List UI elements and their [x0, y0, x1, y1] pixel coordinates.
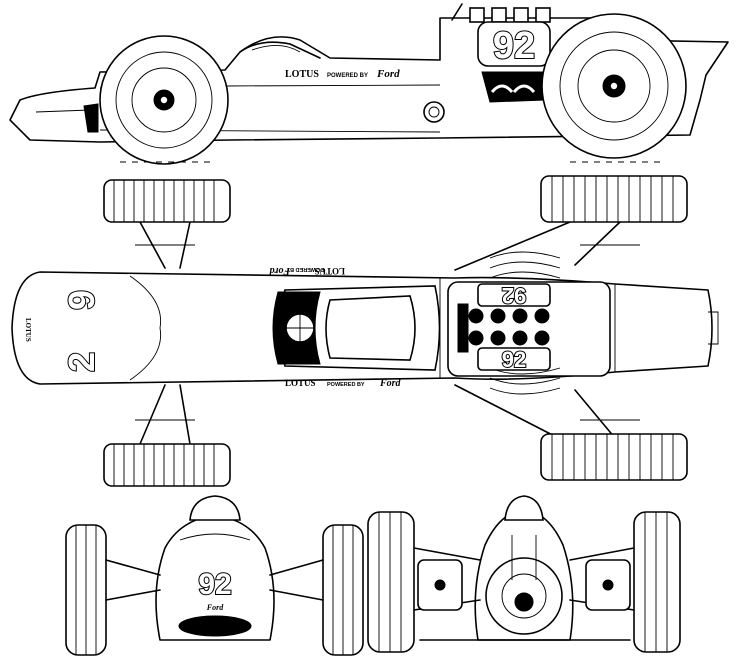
- top-nose-digit-a: 9: [61, 290, 102, 310]
- front-nose-intake: [178, 615, 252, 637]
- side-rear-wheel: [541, 13, 687, 159]
- side-cockpit: [239, 41, 321, 59]
- front-right-tire: [322, 524, 364, 656]
- rear-left-tire: [367, 511, 415, 653]
- top-number-panel-lower: [477, 347, 551, 371]
- top-sponsor-upper: Ford: [268, 265, 291, 276]
- side-nose-intake: [83, 103, 99, 133]
- top-nose-digit-b: 2: [61, 352, 102, 372]
- top-race-number-lower: 92: [502, 347, 526, 372]
- side-number-panel: [477, 21, 551, 67]
- top-view: 9 2 LOTUS LOTUS POWERED BY Ford LOTUS PO…: [11, 175, 719, 487]
- top-seat: [325, 295, 416, 361]
- rear-view: [367, 495, 681, 653]
- side-body-outline: [9, 17, 729, 143]
- front-race-number: 92: [198, 568, 231, 601]
- top-rear-left-tire: [540, 175, 688, 223]
- rear-suspension: [413, 547, 635, 611]
- front-suspension: [105, 559, 324, 601]
- side-brand-label: LOTUS: [285, 69, 319, 80]
- top-sponsor-prefix-upper: POWERED BY: [286, 266, 324, 272]
- top-rear-right-tire: [540, 433, 688, 481]
- top-brand-upper: LOTUS: [314, 266, 345, 276]
- front-view: 92 Ford: [65, 495, 364, 656]
- top-sponsor-prefix-lower: POWERED BY: [327, 382, 365, 388]
- top-front-left-tire: [103, 179, 231, 223]
- top-intake-trumpets: [468, 308, 550, 346]
- top-engine-bay: [447, 251, 611, 395]
- front-left-tire: [65, 524, 107, 656]
- side-sponsor-prefix: POWERED BY: [327, 73, 368, 79]
- top-suspension: [135, 221, 640, 445]
- top-nose-brand: LOTUS: [24, 318, 32, 342]
- side-exhaust-pattern: [481, 71, 546, 103]
- top-front-right-tire: [103, 443, 231, 487]
- side-race-number: 92: [493, 25, 535, 67]
- rear-rollbar: [504, 495, 544, 521]
- top-number-panel-upper: [477, 283, 551, 307]
- side-view: 92 LOTUS POWERED BY Ford: [9, 3, 729, 165]
- side-front-wheel: [99, 35, 229, 165]
- rear-gearbox-hub: [514, 592, 534, 612]
- top-brand-lower: LOTUS: [285, 378, 316, 388]
- top-sponsor-lower: Ford: [379, 378, 402, 389]
- front-sponsor-label: Ford: [206, 603, 224, 612]
- side-engine-stacks: [451, 3, 551, 23]
- rear-right-tire: [633, 511, 681, 653]
- side-filler-cap: [423, 101, 445, 123]
- front-rollbar: [189, 495, 241, 521]
- side-sponsor-label: Ford: [376, 68, 400, 80]
- top-race-number-upper: 92: [502, 283, 526, 308]
